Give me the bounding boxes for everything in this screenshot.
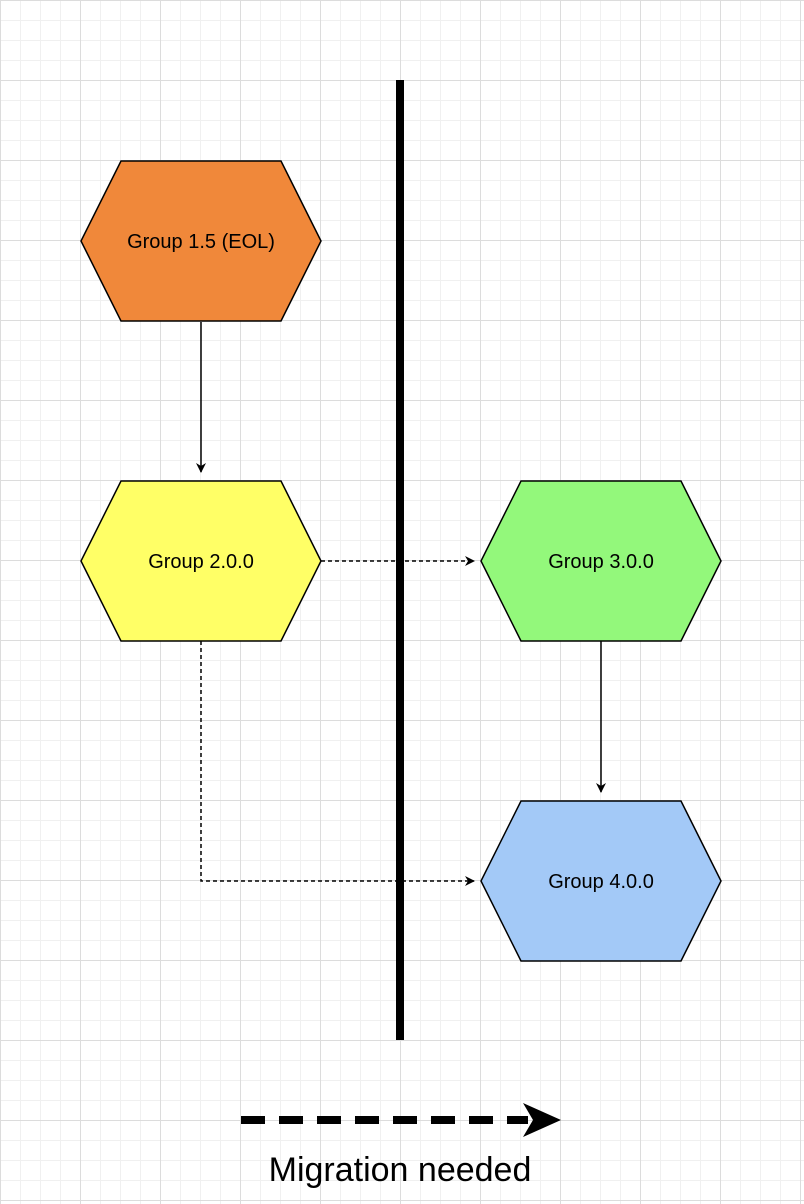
legend-label: Migration needed	[269, 1151, 532, 1189]
node-group-4-0-0: Group 4.0.0	[480, 800, 722, 962]
node-label: Group 1.5 (EOL)	[127, 231, 275, 253]
legend-arrowhead-icon	[523, 1103, 561, 1137]
node-group-3-0-0: Group 3.0.0	[480, 480, 722, 642]
node-label: Group 4.0.0	[548, 871, 654, 893]
node-group-1-5: Group 1.5 (EOL)	[80, 160, 322, 322]
edge-group-2-0-0-to-group-4-0-0	[200, 641, 475, 886]
node-label: Group 3.0.0	[548, 551, 654, 573]
legend: Migration needed	[241, 1103, 561, 1189]
hexagon-shape	[80, 160, 322, 322]
hexagon-shape	[480, 800, 722, 962]
hexagon-shape	[480, 480, 722, 642]
node-group-2-0-0: Group 2.0.0	[80, 480, 322, 642]
hexagon-shape	[80, 480, 322, 642]
node-label: Group 2.0.0	[148, 551, 254, 573]
